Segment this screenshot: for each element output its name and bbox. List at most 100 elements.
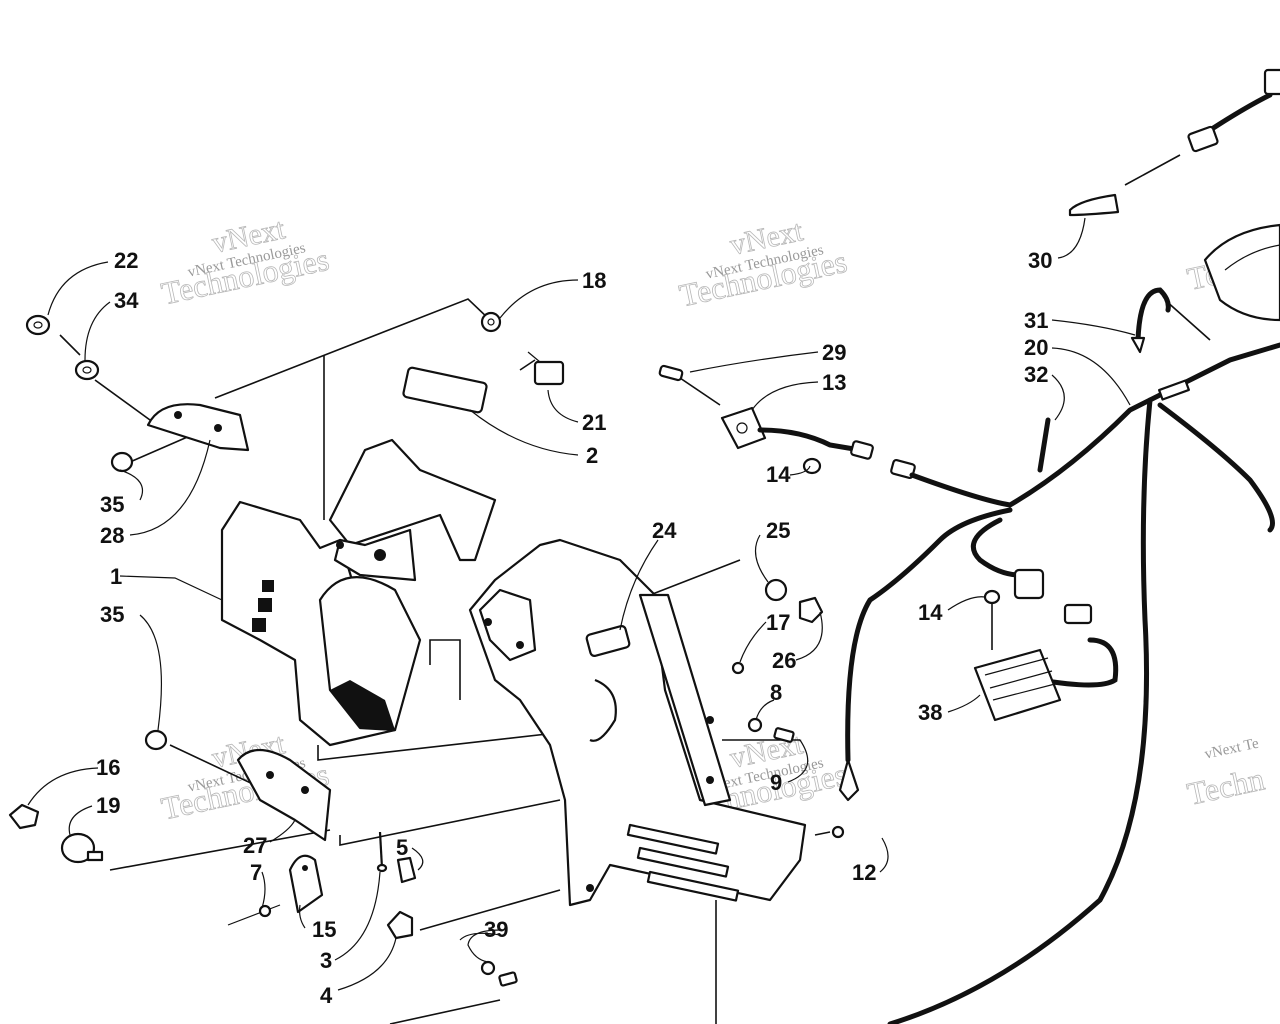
cable-7-wire <box>227 904 281 926</box>
assembly-line <box>519 359 536 371</box>
louver-vent <box>626 823 720 855</box>
cable-7-fitting <box>258 904 272 918</box>
callout-9: 9 <box>770 770 782 795</box>
leader-line <box>1051 347 1131 406</box>
callout-19: 19 <box>96 793 120 818</box>
cable-tie-31-head <box>1130 336 1146 354</box>
bolt-hole <box>706 716 714 724</box>
headlight-connector <box>1187 125 1219 153</box>
leader-line <box>298 904 306 929</box>
decal-plate <box>402 366 488 414</box>
grommet-25 <box>764 578 788 602</box>
callout-17: 17 <box>766 610 790 635</box>
callout-16: 16 <box>96 755 120 780</box>
windshield-mount <box>328 438 497 562</box>
panel-slot <box>252 618 266 632</box>
bulb-30-body <box>1068 193 1120 217</box>
leader-line <box>411 847 424 871</box>
bracket-lower-body <box>236 748 332 842</box>
callout-29: 29 <box>822 340 846 365</box>
mounting-bracket-lower <box>236 748 332 842</box>
headlight-assembly <box>1187 68 1280 322</box>
callout-38: 38 <box>918 700 942 725</box>
cable-tie-31-strap <box>1135 287 1171 343</box>
callout-27: 27 <box>243 833 267 858</box>
callout-28: 28 <box>100 523 124 548</box>
plate-15-body <box>288 854 324 914</box>
callout-1: 1 <box>110 564 122 589</box>
rivet-3-head <box>376 863 388 873</box>
washer-12 <box>831 825 845 839</box>
leader-line <box>469 409 579 456</box>
louver-vent <box>636 846 730 878</box>
leader-line <box>269 819 296 843</box>
callout-35: 35 <box>100 492 124 517</box>
nut-35-lower-body <box>144 729 168 751</box>
assembly-line <box>169 744 256 786</box>
ignition-switch-body <box>60 832 96 864</box>
decal-plate-body <box>402 366 488 414</box>
bolt-hole <box>301 786 309 794</box>
nut-22-hole <box>33 321 43 329</box>
hood-panel <box>220 438 807 907</box>
headlight-socket-13 <box>720 406 767 450</box>
regulator-fin <box>992 683 1056 701</box>
assembly-line <box>649 559 741 596</box>
wire-connector <box>1158 379 1190 401</box>
leader-line <box>334 871 381 961</box>
regulator-body <box>973 648 1062 722</box>
toggle-switch <box>527 351 565 386</box>
assembly-line <box>339 799 561 846</box>
bolt-hole <box>336 541 344 549</box>
screw-9-body <box>773 727 795 743</box>
watermark-left-top: vNext vNext Technologies Technologies <box>158 212 333 312</box>
callout-25: 25 <box>766 518 790 543</box>
screw-9 <box>773 727 795 743</box>
rivet-3-shaft <box>378 831 384 869</box>
leader-line <box>751 381 819 411</box>
bolt-hole <box>706 776 714 784</box>
callout-labels: 22 34 35 28 1 35 16 19 27 7 15 3 4 5 39 … <box>96 248 1052 1008</box>
ignition-switch-terminal <box>86 850 104 862</box>
watermark-center-top: vNext vNext Technologies Technologies <box>676 214 851 314</box>
leader-line <box>68 805 93 836</box>
connector <box>1063 603 1093 625</box>
washer-8-body <box>747 717 763 733</box>
clip-5 <box>396 856 417 884</box>
cable-tie-31 <box>1130 287 1171 354</box>
assembly-line <box>59 334 81 356</box>
cable-7 <box>227 904 281 926</box>
harness-branch <box>1157 402 1275 533</box>
nut-26-body <box>798 596 824 624</box>
headlight-plug <box>1263 68 1280 96</box>
callout-14: 14 <box>918 600 943 625</box>
assembly-line <box>214 298 491 399</box>
callout-5: 5 <box>396 835 408 860</box>
callout-3: 3 <box>320 948 332 973</box>
leader-line <box>261 871 266 909</box>
callout-22: 22 <box>114 248 138 273</box>
assembly-line <box>109 829 331 871</box>
assembly-line <box>317 727 601 761</box>
leader-line <box>619 539 659 631</box>
callout-7: 7 <box>250 860 262 885</box>
leader-line <box>795 611 823 661</box>
leader-line <box>1051 374 1065 421</box>
leader-line <box>129 439 211 536</box>
callout-24: 24 <box>652 518 677 543</box>
screw-39-lead <box>459 932 501 941</box>
washer-34-body <box>74 359 100 381</box>
headlight-rim <box>1224 244 1280 271</box>
leader-line <box>119 469 144 501</box>
leader-line <box>1051 319 1136 336</box>
callout-35: 35 <box>100 602 124 627</box>
decal-logo <box>585 624 631 658</box>
key-16 <box>8 803 40 830</box>
louver-vent <box>646 870 740 902</box>
leader-line <box>754 534 769 583</box>
switch-bezel-ring <box>480 311 502 333</box>
rivet-3 <box>376 831 388 873</box>
callout-26: 26 <box>772 648 796 673</box>
leader-line <box>499 279 579 319</box>
